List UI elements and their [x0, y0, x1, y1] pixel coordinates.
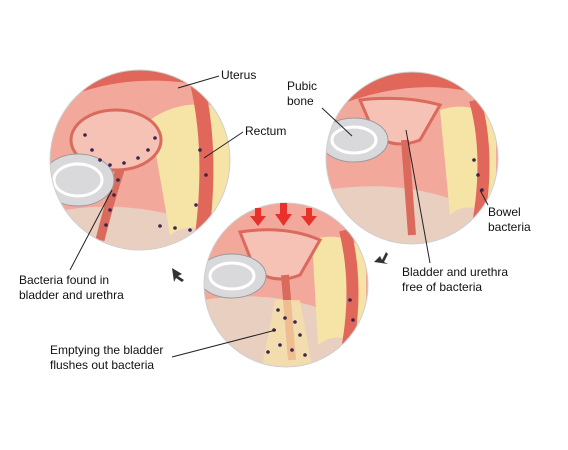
bacteria-cluster [266, 298, 355, 357]
leader-bladder-free [405, 129, 431, 264]
label-pubic-bone: Pubic bone [287, 79, 318, 108]
leader-uterus [177, 75, 220, 89]
arrow-down-icon [275, 203, 292, 226]
arrow-down-icon [250, 208, 266, 226]
leader-rectum [203, 131, 244, 159]
pressure-arrows [250, 203, 317, 226]
label-uterus: Uterus [221, 68, 257, 82]
leader-pubic-bone [321, 107, 353, 137]
bacteria-cluster [83, 133, 208, 232]
leader-bacteria-found [69, 189, 113, 271]
label-bowel-bacteria: Bowel bacteria [488, 205, 531, 234]
leader-bowel-bacteria [479, 189, 489, 206]
label-emptying: Emptying the bladder flushes out bacteri… [50, 343, 164, 372]
arrow-up-right-icon [374, 252, 388, 264]
leader-emptying [171, 329, 277, 358]
urine-stream [262, 300, 312, 367]
panel-clear [325, 71, 499, 245]
label-bladder-free: Bladder and urethra free of bacteria [402, 265, 509, 294]
pubic-bone-shape [204, 253, 267, 299]
panel-bacteria-present [49, 69, 231, 251]
arrow-right-icon [172, 268, 184, 282]
label-bacteria-found: Bacteria found in bladder and urethra [19, 273, 124, 302]
panel-emptying [203, 202, 369, 368]
pubic-bone-shape [326, 117, 389, 163]
label-rectum: Rectum [245, 124, 287, 138]
urethra-shape [95, 168, 125, 242]
arrow-down-icon [301, 208, 317, 226]
pubic-bone-shape [50, 153, 115, 207]
urethra-shape [401, 139, 416, 236]
